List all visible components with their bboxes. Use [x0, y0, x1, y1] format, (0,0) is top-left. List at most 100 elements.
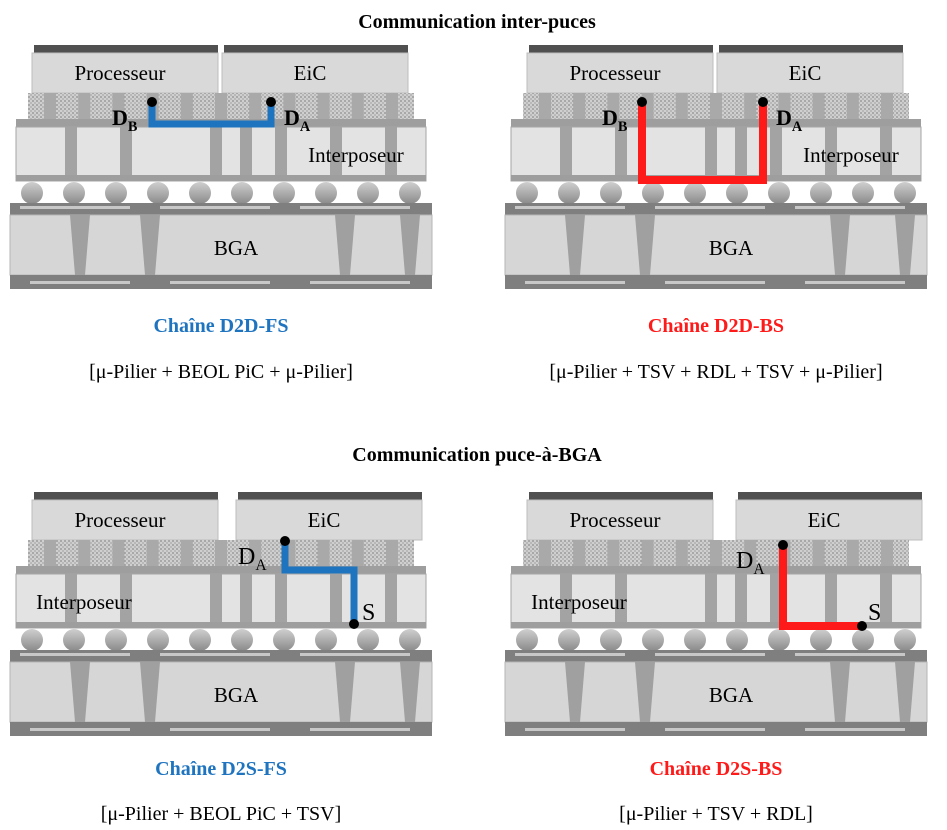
micro-pillar — [539, 93, 551, 119]
tsv — [880, 127, 892, 181]
tsv — [385, 574, 397, 628]
bga-via — [70, 215, 90, 275]
tsv — [120, 574, 132, 628]
bga-trace — [805, 281, 905, 284]
interposer-beol — [511, 566, 921, 574]
c4-bump — [516, 182, 538, 204]
tsv — [275, 127, 287, 181]
point-db-label-subscript: B — [128, 119, 138, 135]
chain-name: Chaîne D2D-FS — [153, 315, 288, 337]
c4-bump — [684, 182, 706, 204]
c4-bump — [726, 629, 748, 651]
c4-bump — [516, 629, 538, 651]
bga-via — [830, 662, 850, 722]
bga-trace — [20, 653, 130, 656]
eic-cap — [738, 492, 922, 500]
interposer-label: Interposeur — [36, 590, 132, 614]
bga-via — [335, 662, 355, 722]
eic-cap — [224, 45, 408, 53]
bga-trace — [310, 281, 410, 284]
tsv — [770, 127, 782, 181]
point-da-label-letter: D — [736, 548, 753, 574]
tsv — [615, 127, 627, 181]
micro-pillar — [78, 93, 91, 119]
micro-pillar — [812, 93, 825, 119]
c4-bump — [147, 629, 169, 651]
point-da-label-subscript: A — [255, 557, 267, 574]
bga-trace — [525, 728, 625, 731]
micro-pillar — [675, 93, 688, 119]
c4-bump — [600, 182, 622, 204]
c4-bump — [399, 182, 421, 204]
micro-pillar — [744, 540, 757, 566]
micro-pillar — [112, 540, 125, 566]
point-db-label-subscript: B — [618, 119, 628, 135]
chain-path-d2d-fs — [148, 102, 275, 128]
c4-bump — [147, 182, 169, 204]
eic-cap — [719, 45, 903, 53]
micro-pillar — [146, 540, 159, 566]
micro-pillar — [317, 93, 330, 119]
micro-pillar — [44, 93, 56, 119]
point-da-dot — [758, 97, 768, 107]
tsv — [615, 574, 627, 628]
bga-trace — [310, 728, 410, 731]
eic-label: EiC — [294, 61, 327, 85]
c4-bump — [642, 182, 664, 204]
bga-via — [335, 215, 355, 275]
point-da-label: DA — [284, 105, 311, 135]
processor-cap — [529, 492, 713, 500]
bga-via — [895, 215, 915, 275]
point-da-label: DA — [736, 548, 765, 578]
interposer-beol — [16, 566, 426, 574]
chain-composition: [μ-Pilier + TSV + RDL + TSV + μ-Pilier] — [549, 361, 882, 383]
micro-pillar — [607, 93, 620, 119]
c4-bump — [600, 629, 622, 651]
tsv — [65, 127, 77, 181]
bga-trace — [795, 653, 905, 656]
bga-trace — [515, 653, 625, 656]
point-da-label: DA — [238, 544, 267, 574]
processor-label: Processeur — [570, 61, 661, 85]
tsv — [330, 127, 342, 181]
processor-label: Processeur — [570, 508, 661, 532]
eic-label: EiC — [308, 508, 341, 532]
bga-trace — [665, 728, 765, 731]
micro-pillar — [744, 93, 757, 119]
chain-name: Chaîne D2S-FS — [155, 758, 287, 780]
chain-path-d2s-fs — [281, 541, 358, 624]
micro-pillar — [607, 540, 620, 566]
micro-pillar — [539, 540, 551, 566]
c4-bump — [768, 182, 790, 204]
point-da-label-letter: D — [776, 105, 792, 130]
chain-path-d2d-bs — [638, 102, 767, 184]
c4-bump — [357, 629, 379, 651]
micro-pillar — [180, 93, 193, 119]
bga-trace — [655, 653, 765, 656]
c4-bump — [810, 182, 832, 204]
micro-pillar — [881, 93, 893, 119]
bga-trace — [170, 281, 270, 284]
tsv — [705, 127, 717, 181]
point-s-dot — [349, 619, 359, 629]
point-s-dot — [857, 621, 867, 631]
c4-bump — [810, 629, 832, 651]
c4-bump — [105, 182, 127, 204]
point-db-label-letter: D — [112, 105, 128, 130]
point-s-label: S — [362, 600, 375, 626]
interposer-label: Interposeur — [531, 590, 627, 614]
bga-label: BGA — [214, 236, 259, 260]
eic-die — [235, 499, 423, 541]
processor-label: Processeur — [75, 508, 166, 532]
c4-bump — [357, 182, 379, 204]
c4-bump — [852, 629, 874, 651]
micro-pillar — [881, 540, 893, 566]
interposer-label: Interposeur — [308, 143, 404, 167]
tsv — [735, 574, 747, 628]
bga-via — [830, 215, 850, 275]
micro-pillar — [351, 93, 364, 119]
c4-bump — [315, 629, 337, 651]
bga-trace — [30, 281, 130, 284]
